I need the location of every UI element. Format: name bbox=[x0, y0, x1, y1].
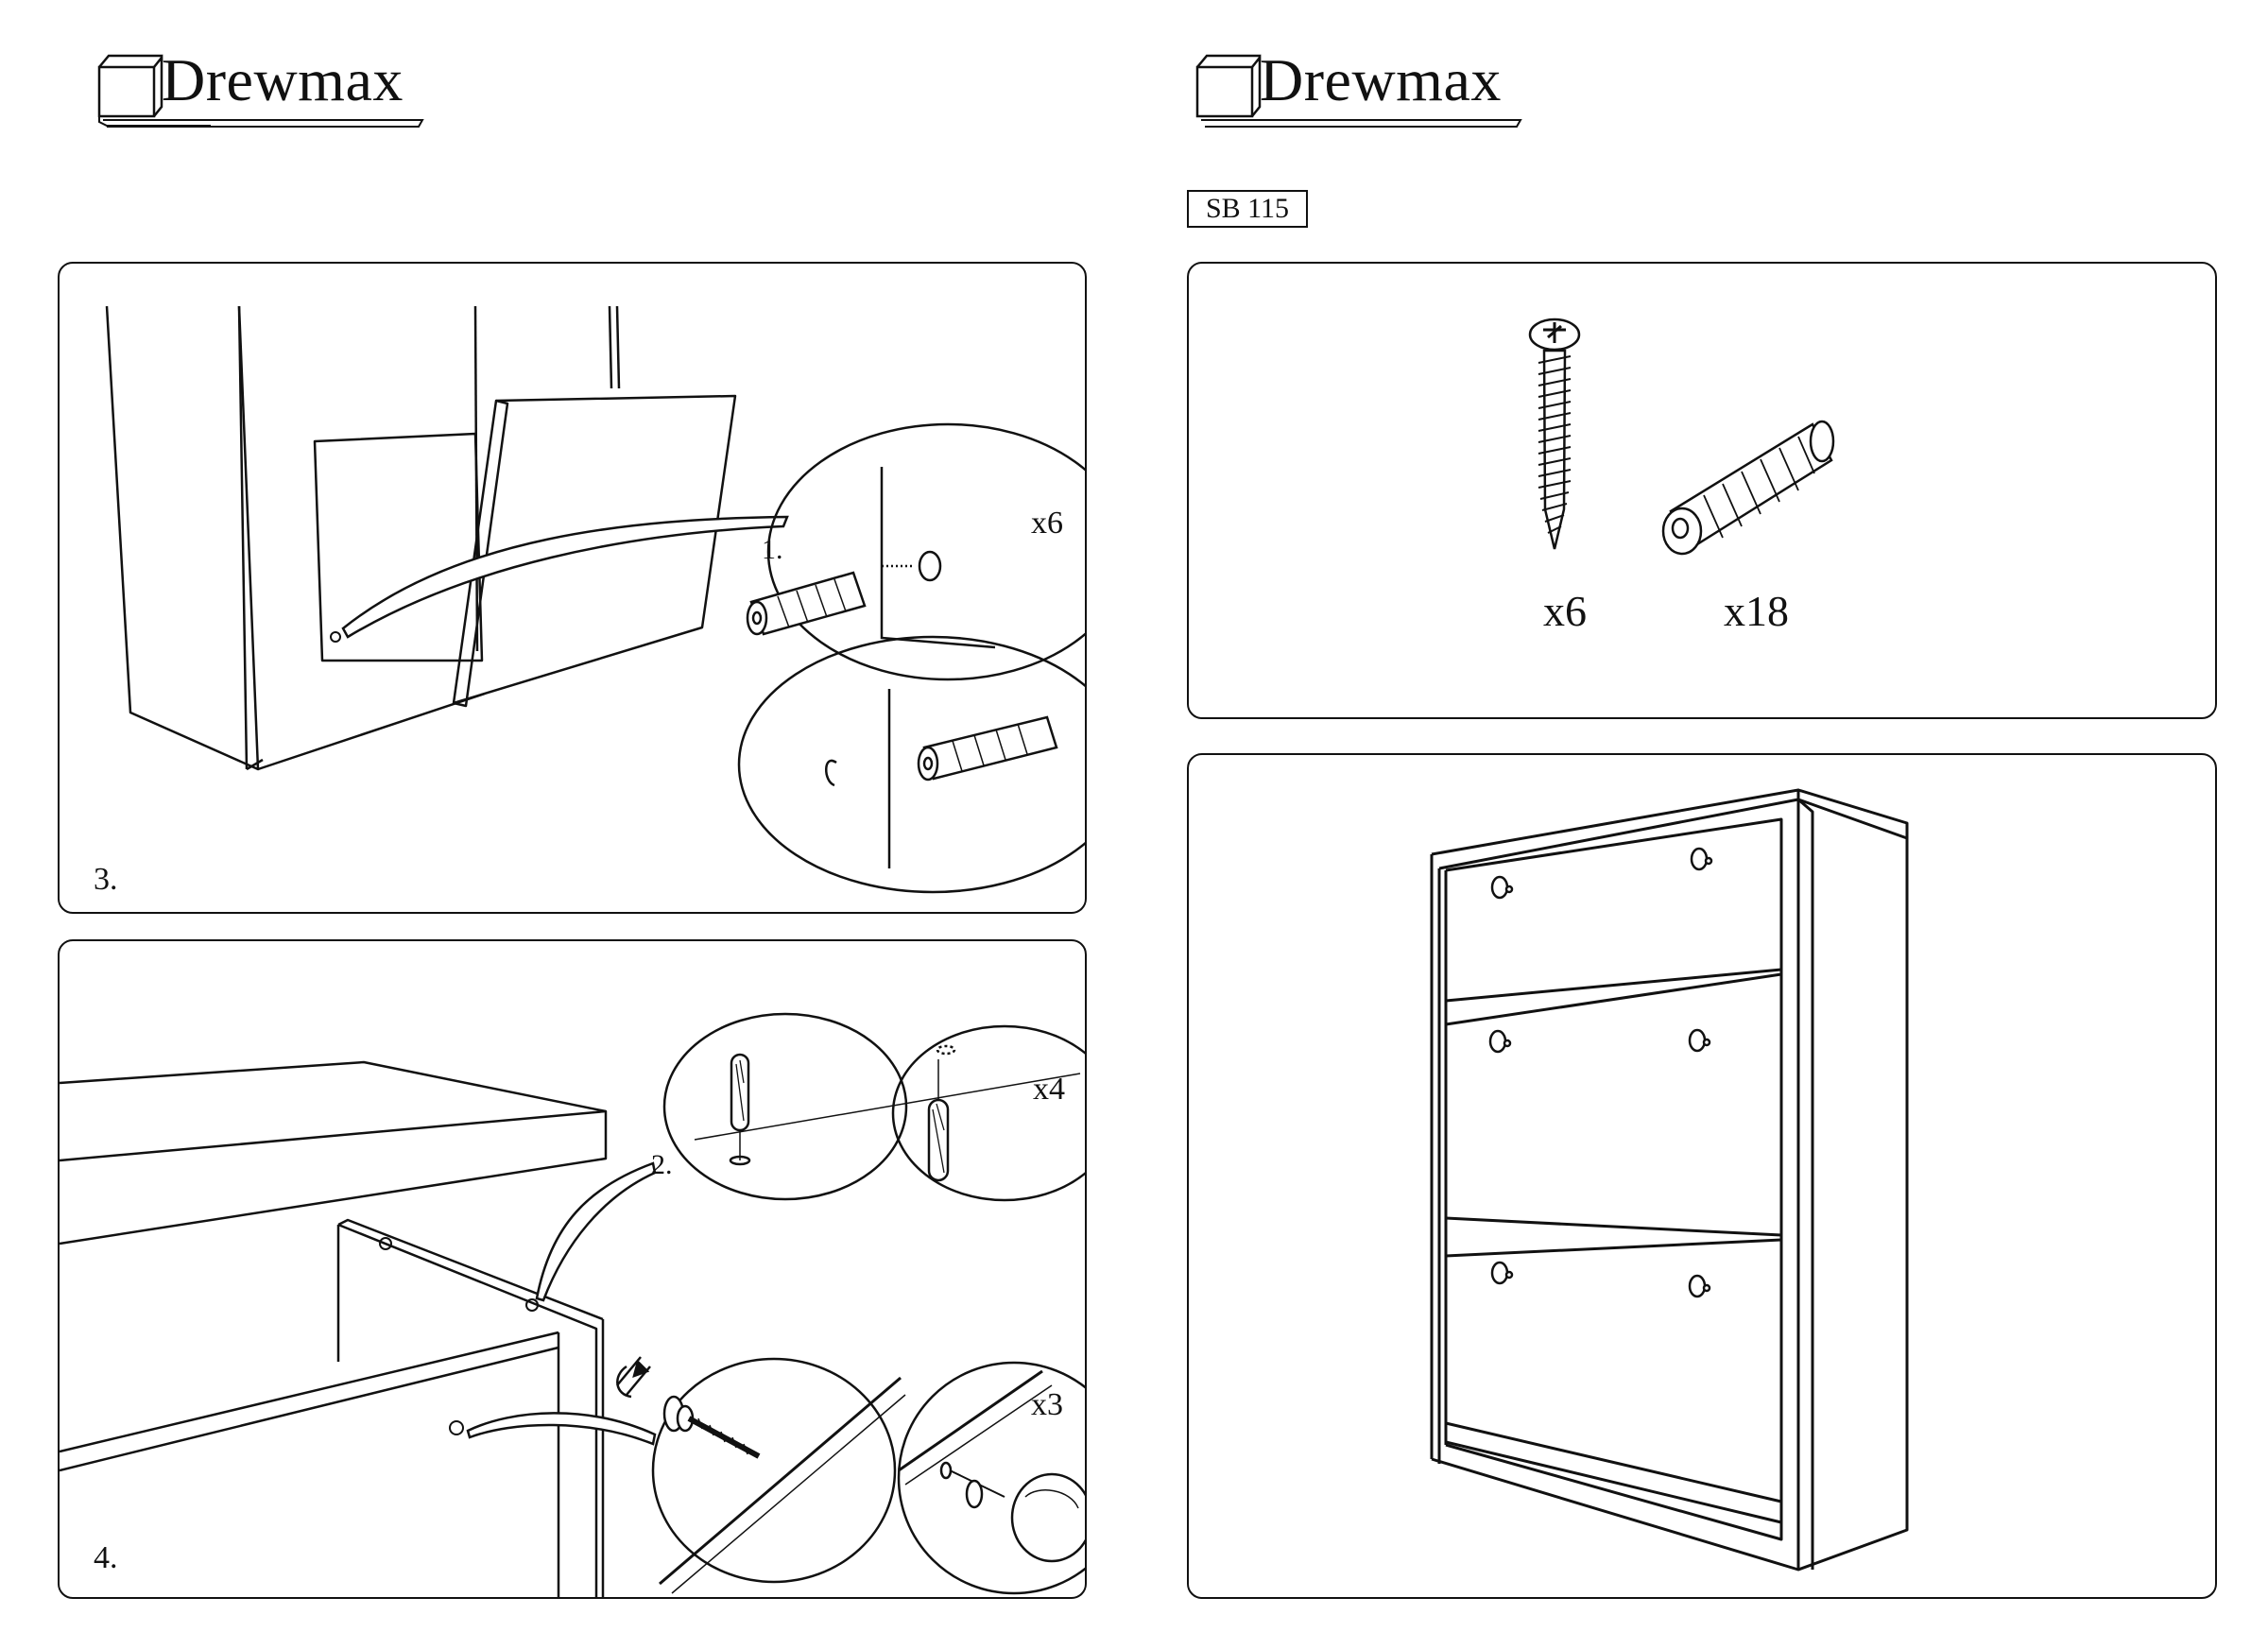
wooden-dowel-icon bbox=[1661, 420, 1835, 556]
screw-icon bbox=[1528, 318, 1581, 550]
dowel-quantity-label: x4 bbox=[1033, 1072, 1065, 1107]
brand-name: Drewmax bbox=[162, 46, 404, 113]
step-4-illustration bbox=[60, 1012, 1085, 1597]
knob-icons bbox=[1488, 847, 1713, 1298]
step-number: 4. bbox=[94, 1540, 118, 1575]
callout-label: 2. bbox=[651, 1149, 673, 1180]
finished-cabinet-illustration bbox=[1430, 788, 1909, 1572]
step-3-illustration bbox=[105, 305, 1085, 894]
callout-label: 1. bbox=[762, 534, 783, 565]
step-3-panel: 1. x6 3. bbox=[58, 262, 1087, 914]
logo-mark-icon bbox=[97, 54, 211, 127]
model-code-box: SB 115 bbox=[1187, 190, 1308, 228]
brand-logo-left: Drewmax bbox=[97, 50, 438, 129]
finished-product-panel bbox=[1187, 753, 2217, 1599]
brand-name: Drewmax bbox=[1260, 46, 1502, 113]
brand-logo-right: Drewmax bbox=[1195, 50, 1536, 129]
dowel-quantity: x18 bbox=[1724, 587, 1789, 635]
logo-mark-icon bbox=[1195, 54, 1262, 118]
logo-underline bbox=[103, 119, 424, 128]
knob-quantity-label: x3 bbox=[1031, 1387, 1063, 1422]
step-number: 3. bbox=[94, 862, 118, 897]
parts-illustration bbox=[1528, 318, 1835, 556]
logo-underline bbox=[1201, 119, 1522, 128]
quantity-label: x6 bbox=[1031, 506, 1063, 541]
step-4-panel: 2. x4 x3 4. bbox=[58, 939, 1087, 1599]
screw-quantity: x6 bbox=[1543, 587, 1587, 635]
parts-panel: x6 x18 bbox=[1187, 262, 2217, 719]
